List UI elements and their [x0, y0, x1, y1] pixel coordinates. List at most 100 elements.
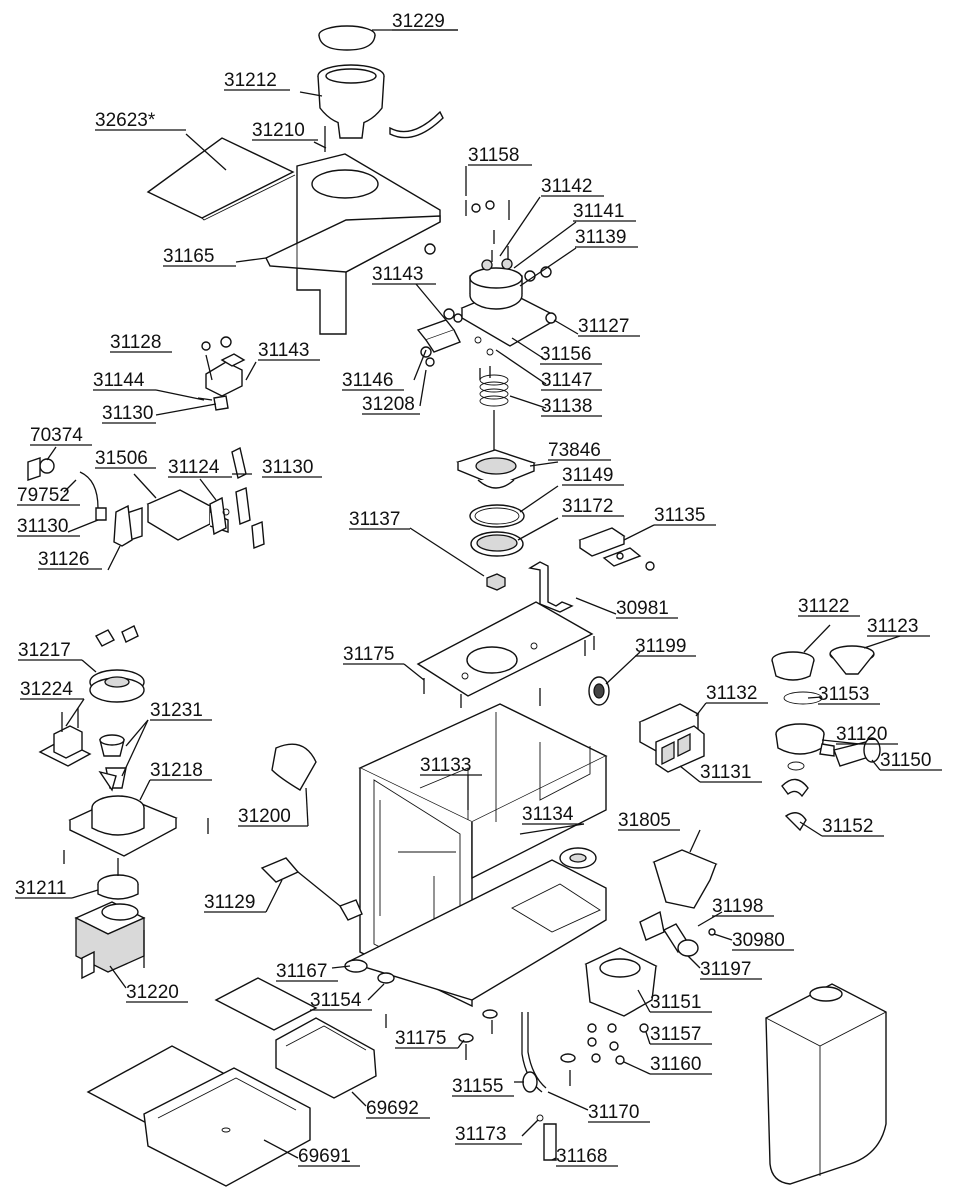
drip-tray-small [214, 977, 377, 1099]
label-31165: 31165 [163, 246, 214, 267]
label-30980: 30980 [732, 930, 785, 951]
label-31152: 31152 [822, 816, 873, 837]
solenoid-valve [197, 336, 246, 411]
label-31133: 31133 [420, 755, 471, 776]
feet [344, 959, 576, 1086]
label-31155: 31155 [452, 1076, 503, 1097]
steam-valve [416, 308, 463, 367]
cooling-fan [588, 676, 610, 706]
label-31208: 31208 [362, 394, 415, 415]
label-31229: 31229 [392, 11, 445, 32]
water-tank [765, 983, 887, 1185]
microswitch [639, 910, 716, 957]
label-31142: 31142 [541, 176, 592, 197]
rubber-grommets [587, 1023, 649, 1065]
label-31220: 31220 [126, 982, 179, 1003]
label-31173: 31173 [455, 1124, 506, 1145]
dosing-funnel [559, 847, 718, 909]
label-31224: 31224 [20, 679, 73, 700]
cover-plate [146, 137, 296, 221]
label-70374: 70374 [30, 425, 83, 446]
label-31124: 31124 [168, 457, 220, 478]
grinder-burrs [89, 625, 145, 789]
chassis-frame [346, 703, 608, 1008]
label-31157: 31157 [650, 1024, 701, 1045]
label-31506: 31506 [95, 448, 148, 469]
label-31130-a: 31130 [102, 403, 153, 424]
label-31175-b: 31175 [395, 1028, 446, 1049]
label-31211: 31211 [15, 878, 66, 899]
label-31198: 31198 [712, 896, 763, 917]
power-cord [260, 857, 363, 921]
label-31128: 31128 [110, 332, 161, 353]
heating-element [479, 366, 509, 452]
label-31123: 31123 [867, 616, 918, 637]
upper-housing [265, 126, 441, 335]
terminal-block [578, 527, 655, 571]
label-31139: 31139 [575, 227, 626, 248]
switch-panel [638, 703, 705, 773]
bean-hopper [317, 64, 385, 139]
label-32623: 32623* [95, 110, 156, 131]
nut [486, 573, 506, 591]
label-73846: 73846 [548, 440, 601, 461]
label-31141: 31141 [573, 201, 624, 222]
label-31134: 31134 [522, 804, 574, 825]
label-31122: 31122 [798, 596, 849, 617]
base-plate [416, 601, 595, 708]
label-31146: 31146 [342, 370, 393, 391]
label-31130-b: 31130 [262, 457, 313, 478]
label-31172: 31172 [562, 496, 613, 517]
label-31217: 31217 [18, 640, 71, 661]
drip-tray-large [86, 1045, 311, 1187]
label-30981: 30981 [616, 598, 669, 619]
mounting-bracket [528, 561, 574, 613]
label-31144: 31144 [93, 370, 145, 391]
label-31137: 31137 [349, 509, 400, 530]
label-69692: 69692 [366, 1098, 419, 1119]
label-31210: 31210 [252, 120, 305, 141]
grinder-adjuster [38, 708, 92, 767]
label-31156: 31156 [540, 344, 591, 365]
water-hose [521, 1012, 557, 1161]
shower-screen [470, 531, 524, 557]
hopper-clip [389, 110, 444, 139]
grinder-motor [74, 901, 146, 980]
label-31143-a: 31143 [372, 264, 423, 285]
label-31126: 31126 [38, 549, 89, 570]
label-31153: 31153 [818, 684, 869, 705]
label-31167: 31167 [276, 961, 327, 982]
label-31120: 31120 [836, 724, 887, 745]
label-31130-c: 31130 [17, 516, 68, 537]
label-31135: 31135 [654, 505, 705, 526]
grinder-chamber [63, 770, 209, 864]
label-31138: 31138 [541, 396, 592, 417]
label-69691: 69691 [298, 1146, 351, 1167]
label-31218: 31218 [150, 760, 203, 781]
label-31143-b: 31143 [258, 340, 309, 361]
label-31150: 31150 [880, 750, 931, 771]
label-31805: 31805 [618, 810, 671, 831]
label-31127: 31127 [578, 316, 629, 337]
label-31151: 31151 [650, 992, 701, 1013]
pump-bracket [113, 504, 133, 547]
label-31158: 31158 [468, 145, 519, 166]
motor-mount [584, 947, 658, 1017]
label-31168: 31168 [556, 1146, 607, 1167]
group-head [455, 449, 537, 489]
label-31154: 31154 [310, 990, 362, 1011]
expansion-valve [209, 446, 265, 549]
leader-lines [46, 29, 901, 1161]
coffee-chute [271, 743, 317, 791]
label-31129: 31129 [204, 892, 255, 913]
label-31200: 31200 [238, 806, 291, 827]
label-31197: 31197 [700, 959, 751, 980]
label-31131: 31131 [700, 762, 751, 783]
part-labels: 31229 31212 31210 32623* 31158 31142 311… [15, 11, 942, 1167]
burr-carrier [97, 858, 139, 900]
hopper-lid [318, 25, 376, 51]
label-31212: 31212 [224, 70, 277, 91]
label-31170: 31170 [588, 1102, 639, 1123]
label-31199: 31199 [635, 636, 686, 657]
